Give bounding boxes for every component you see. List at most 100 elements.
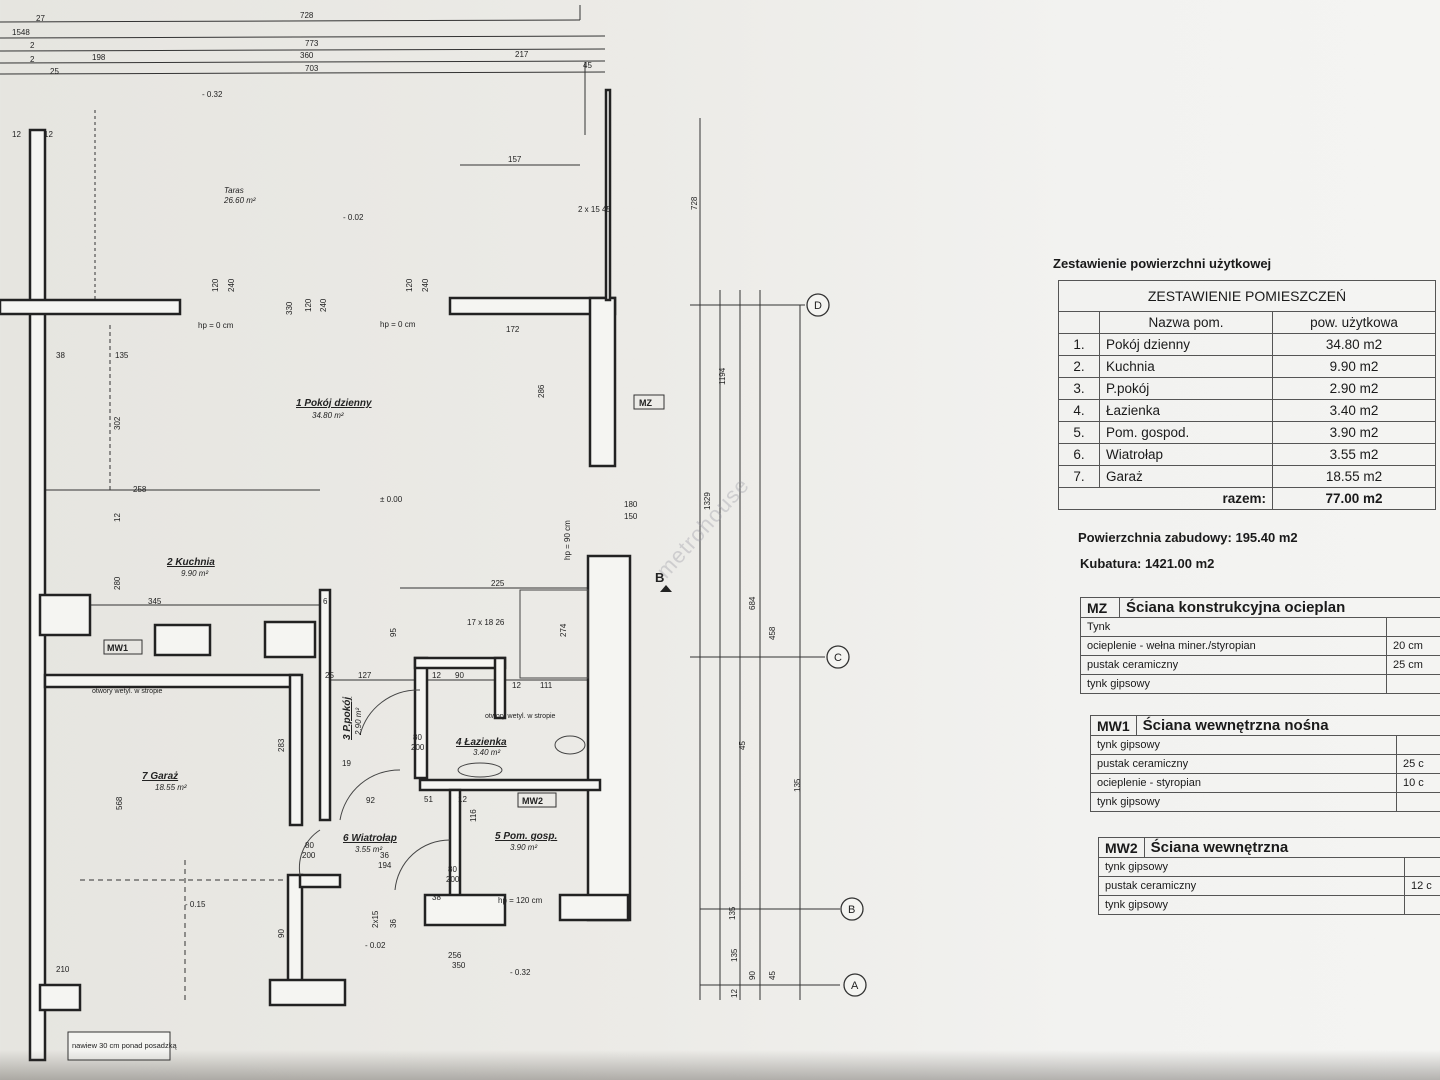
level-mark: ± 0.00 bbox=[380, 495, 403, 504]
volume: Kubatura: 1421.00 m2 bbox=[1080, 556, 1215, 571]
dim-text: 2x15 bbox=[371, 910, 380, 928]
dim-text: 6 bbox=[323, 597, 328, 606]
dim-text: 210 bbox=[56, 965, 70, 974]
terrace-label: Taras bbox=[224, 186, 244, 195]
dim-text: 19 bbox=[342, 759, 351, 768]
level-mark: - 0.15 bbox=[185, 900, 206, 909]
dim-text: 12 bbox=[512, 681, 521, 690]
note: otwory wetyl. w stropie bbox=[92, 688, 163, 695]
layer-thickness bbox=[1386, 617, 1440, 637]
dim-text: 80 bbox=[413, 733, 422, 742]
dim-text: 135 bbox=[730, 948, 739, 962]
wall-title: Ściana wewnętrzna bbox=[1143, 837, 1440, 858]
wall-code: MW2 bbox=[1098, 837, 1145, 858]
layer-name: pustak ceramiczny bbox=[1098, 876, 1405, 896]
wall-code: MZ bbox=[1080, 597, 1120, 618]
note: hp = 0 cm bbox=[198, 321, 234, 330]
layer-thickness: 25 c bbox=[1396, 754, 1440, 774]
axis-b-circle bbox=[840, 897, 864, 921]
row-number: 1. bbox=[1058, 333, 1100, 356]
dim-text: 225 bbox=[491, 579, 505, 588]
layer-thickness bbox=[1396, 735, 1440, 755]
layer-name: tynk gipsowy bbox=[1090, 792, 1397, 812]
terrace: Taras 26.60 m² 157 2 x 15 45 bbox=[223, 155, 611, 214]
row-number: 6. bbox=[1058, 443, 1100, 466]
section-mark: B bbox=[655, 570, 664, 585]
dim-text: 95 bbox=[389, 628, 398, 637]
dim-text: 92 bbox=[366, 796, 375, 805]
room-area: 3.40 m² bbox=[473, 748, 500, 757]
layer-thickness: 25 cm bbox=[1386, 655, 1440, 675]
axis-a-circle bbox=[843, 973, 867, 997]
row-number: 2. bbox=[1058, 355, 1100, 378]
dim-text: 45 bbox=[768, 971, 777, 980]
photo-shadow bbox=[0, 1050, 1440, 1080]
note: nawiew 30 cm ponad posadzką bbox=[72, 1041, 177, 1050]
dim-text: 12 bbox=[730, 989, 739, 998]
level-mark: - 0.32 bbox=[202, 90, 223, 99]
dim-text: 1194 bbox=[718, 367, 727, 385]
dim-text: 36 bbox=[389, 919, 398, 928]
dim-text: 240 bbox=[227, 278, 236, 292]
total-label: razem: bbox=[1058, 487, 1273, 510]
layer-thickness bbox=[1396, 792, 1440, 812]
dim-text: 200 bbox=[302, 851, 316, 860]
interior-dimensions: 12 12 120 240 120 240 120 240 172 135 38… bbox=[12, 130, 802, 998]
dim-text: 360 bbox=[300, 51, 314, 60]
dim-text: 116 bbox=[469, 809, 478, 822]
dim-text: 12 bbox=[44, 130, 53, 139]
dimension-lines bbox=[0, 5, 840, 1000]
dim-text: 45 bbox=[583, 61, 592, 70]
dim-text: 38 bbox=[432, 893, 441, 902]
axis-label: B bbox=[848, 904, 855, 916]
room-name-cell: Pokój dzienny bbox=[1099, 333, 1273, 356]
layer-name: ocieplenie - wełna miner./styropian bbox=[1080, 636, 1387, 656]
level-mark: - 0.02 bbox=[343, 213, 364, 222]
room-area-cell: 9.90 m2 bbox=[1272, 355, 1436, 378]
dim-text: 12 bbox=[113, 513, 122, 522]
dim-text: 127 bbox=[358, 671, 372, 680]
levels: - 0.32 - 0.02 ± 0.00 - 0.15 - 0.02 - 0.3… bbox=[185, 90, 531, 977]
dim-text: 135 bbox=[728, 906, 737, 920]
dim-text: 27 bbox=[36, 14, 45, 23]
dim-text: 90 bbox=[455, 671, 464, 680]
dim-text: 198 bbox=[92, 53, 106, 62]
top-dimensions: 27 728 1548 773 2 198 360 217 2 703 25 4… bbox=[12, 11, 592, 76]
dim-text: 280 bbox=[113, 576, 122, 590]
wall-tags: MZ MW1 MW2 bbox=[103, 394, 665, 808]
layer-name: tynk gipsowy bbox=[1090, 735, 1397, 755]
note: otwory wetyl. w stropie bbox=[485, 713, 556, 720]
room-name: 2 Kuchnia bbox=[166, 557, 215, 568]
dim-text: 120 bbox=[211, 278, 220, 292]
dim-text: 728 bbox=[300, 11, 314, 20]
room-area: 3.55 m² bbox=[355, 845, 382, 854]
dim-text: 172 bbox=[506, 325, 520, 334]
layer-thickness: 10 c bbox=[1396, 773, 1440, 793]
row-number: 3. bbox=[1058, 377, 1100, 400]
dim-text: 80 bbox=[448, 865, 457, 874]
dim-text: 1548 bbox=[12, 28, 30, 37]
col-header-area: pow. użytkowa bbox=[1272, 311, 1436, 334]
layer-name: pustak ceramiczny bbox=[1080, 655, 1387, 675]
dim-text: 150 bbox=[624, 512, 638, 521]
dim-text: 200 bbox=[411, 743, 425, 752]
room-area-cell: 3.55 m2 bbox=[1272, 443, 1436, 466]
room-area-cell: 18.55 m2 bbox=[1272, 465, 1436, 488]
layer-name: ocieplenie - styropian bbox=[1090, 773, 1397, 793]
dim-text: 51 bbox=[424, 795, 433, 804]
total-row: razem:77.00 m2 bbox=[1058, 487, 1436, 510]
dim-text: 80 bbox=[305, 841, 314, 850]
dim-text: 25 bbox=[50, 67, 59, 76]
dim-text: 258 bbox=[133, 485, 147, 494]
room-name: 3 P.pokój bbox=[342, 697, 353, 740]
room-area: 2.90 m² bbox=[354, 708, 363, 736]
dim-text: 200 bbox=[446, 875, 460, 884]
axis-label: C bbox=[834, 652, 842, 664]
rooms-table: ZESTAWIENIE POMIESZCZEŃ Nazwa pom.pow. u… bbox=[1058, 280, 1436, 510]
dim-text: 684 bbox=[748, 596, 757, 610]
